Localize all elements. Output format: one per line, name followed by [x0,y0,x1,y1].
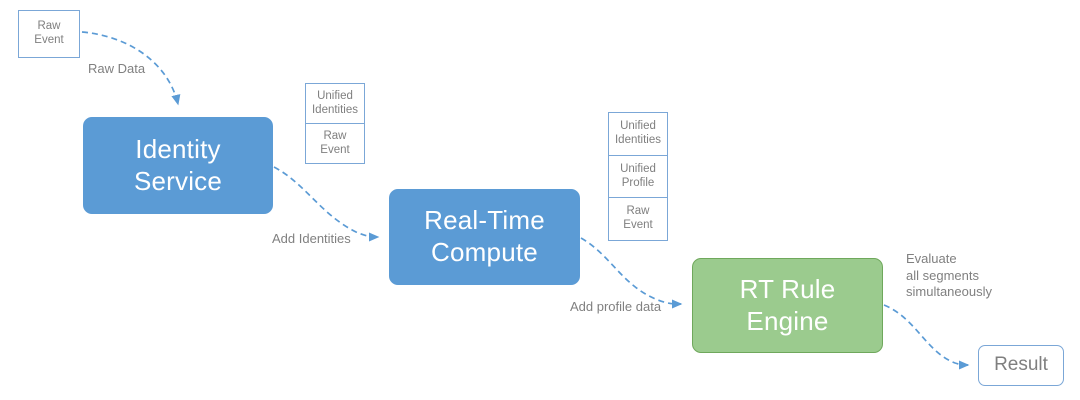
node-identity-service[interactable]: Identity Service [83,117,273,214]
edge-label-add-identities: Add Identities [272,231,351,246]
node-raw-event-input-label: Raw Event [34,20,64,46]
node-raw-event-input[interactable]: Raw Event [18,10,80,58]
payload-item: Unified Identities [609,113,667,156]
payload-stack-after-real-time-compute: Unified Identities Unified Profile Raw E… [608,112,668,241]
edge-label-raw-data: Raw Data [88,61,146,76]
node-rt-rule-engine[interactable]: RT Rule Engine [692,258,883,353]
payload-item: Unified Identities [306,84,364,124]
node-rt-rule-engine-label: RT Rule Engine [739,273,836,336]
connector-add-profile-data [580,237,683,309]
connector-evaluate [883,304,970,370]
edge-label-add-profile-data: Add profile data [570,299,662,314]
payload-stack-after-identity-service: Unified Identities Raw Event [305,83,365,164]
edge-label-evaluate: Evaluate all segments simultaneously [906,251,992,300]
payload-item: Raw Event [320,129,350,156]
node-real-time-compute[interactable]: Real-Time Compute [389,189,580,285]
node-result-label: Result [994,354,1048,376]
payload-item: Unified Profile [609,156,667,199]
node-identity-service-label: Identity Service [133,133,223,196]
payload-item: Raw Event [623,205,653,232]
node-real-time-compute-label: Real-Time Compute [424,205,545,267]
connector-add-identities [273,166,380,242]
node-result[interactable]: Result [978,345,1064,386]
